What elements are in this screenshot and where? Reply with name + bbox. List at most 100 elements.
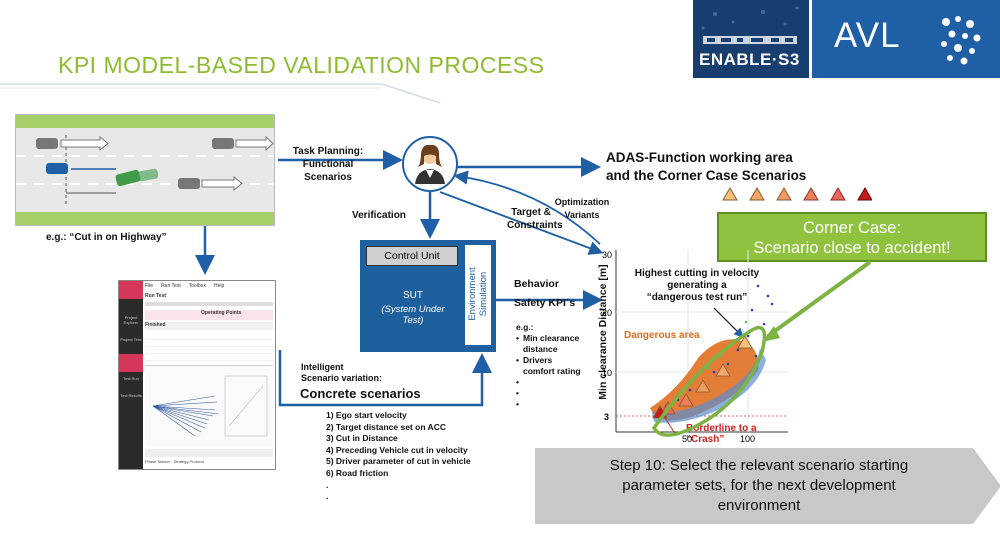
target-constraints-label: Target & Constraints (507, 206, 563, 232)
verification-label: Verification (352, 210, 406, 221)
intelligent-line-2: Scenario variation: (301, 373, 383, 383)
engineer-person-icon (402, 136, 458, 192)
behavior-line-2: Safety KPI´s (514, 297, 576, 309)
kpi-item-2-text: Drivers comfort rating (522, 355, 581, 376)
xtick-50: 50 (682, 434, 693, 444)
ytick-20: 20 (602, 308, 613, 318)
optimization-variants-label: Optimization Variants (553, 196, 611, 222)
highest-line-1: Highest cutting in velocity (634, 268, 760, 279)
kpi-dot-1: • (516, 377, 519, 387)
behavior-label: Behavior Safety KPI´s (514, 278, 575, 310)
highway-diagram (15, 114, 275, 226)
step10-line-1: Step 10: Select the relevant scenario st… (609, 457, 909, 474)
sut-label: SUT (403, 290, 423, 301)
scenario-parameter-list: 1) Ego start velocity 2) Target distance… (326, 410, 471, 503)
intelligent-line-1: Intelligent (301, 362, 344, 372)
dangerous-area-label: Dangerous area (624, 330, 700, 341)
ytick-30: 30 (602, 250, 613, 260)
software-sidebar: Project Explorer Project Tree Test Run T… (119, 281, 143, 469)
step10-callout: Step 10: Select the relevant scenario st… (535, 448, 1000, 524)
software-toolbar (145, 302, 273, 306)
software-side-1: Project (124, 315, 138, 320)
enable-logo-text: ENABLE·S3 (699, 50, 800, 69)
step-2: 2) Target distance set on ACC (326, 421, 446, 432)
sut-sub-label: (System Under Test) (381, 304, 445, 326)
step-4: 4) Preceding Vehicle cut in velocity (326, 444, 468, 455)
software-footer-bar (145, 449, 273, 457)
target-line-2: Constraints (507, 220, 563, 231)
task-planning-line-1: Task Planning: (292, 146, 364, 157)
highest-line-2: generating a (667, 280, 727, 291)
software-tab[interactable]: Run Test (145, 293, 167, 299)
header-decoration (0, 83, 441, 104)
adas-line-2: and the Corner Case Scenarios (606, 168, 807, 183)
kpi-dot-2: • (516, 388, 519, 398)
adas-line-1: ADAS-Function working area (606, 150, 793, 165)
corner-case-line-1: Corner Case: (802, 219, 902, 237)
environment-simulation-block: Environment Simulation (464, 244, 492, 346)
software-plot-area (145, 365, 273, 446)
control-unit-label: Control Unit (366, 246, 458, 266)
highest-line-3: “dangerous test run” (646, 292, 748, 303)
highway-caption: e.g.: “Cut in on Highway” (46, 232, 167, 243)
step-6: 6) Road friction (326, 467, 389, 478)
avl-logo: AVL (812, 0, 1000, 78)
scenario-triangles-legend (722, 187, 872, 201)
concrete-scenarios-title: Concrete scenarios (300, 386, 421, 401)
software-table (145, 333, 273, 363)
menu-run-test[interactable]: Run Test (161, 283, 181, 289)
behavior-line-1: Behavior (514, 278, 559, 290)
software-screenshot: Project Explorer Project Tree Test Run T… (118, 280, 276, 470)
kpi-item-1: •Min clearance distance (516, 333, 582, 355)
menu-help[interactable]: Help (213, 283, 225, 289)
ecu-sut-box: Control Unit SUT (System Under Test) Env… (360, 240, 496, 352)
optimization-line-2: Variants (564, 210, 600, 220)
software-line-plot (152, 375, 268, 437)
menu-toolbox[interactable]: Toolbox (188, 283, 206, 289)
task-planning-label: Task Planning: Functional Scenarios (285, 145, 371, 184)
borderline-crash-label: Borderline to a “Crash” (686, 423, 757, 445)
corner-case-callout: Corner Case: Scenario close to accident! (717, 212, 987, 262)
step10-text: Step 10: Select the relevant scenario st… (549, 456, 969, 516)
software-footer: Phase Station - Strategy Protocol (145, 459, 205, 464)
sut-block: SUT (System Under Test) (366, 270, 460, 326)
avl-logo-text: AVL (834, 16, 901, 55)
intelligent-variation-label: Intelligent Scenario variation: (301, 362, 382, 384)
highest-velocity-annotation: Highest cutting in velocity generating a… (622, 268, 772, 304)
highway-illustration (16, 115, 274, 225)
avl-dots-icon (941, 16, 981, 65)
task-planning-line-2: Functional (302, 159, 354, 170)
ytick-3: 3 (604, 412, 610, 422)
enable-logo-pattern (701, 6, 799, 44)
software-panel-title: Operating Points (201, 310, 242, 316)
menu-file[interactable]: File (145, 283, 154, 289)
software-active-icon (119, 354, 143, 372)
enable-s3-logo: ENABLE·S3 (693, 0, 809, 78)
step-dot-1: . (326, 479, 329, 490)
task-planning-line-3: Scenarios (304, 172, 352, 183)
ytick-10: 10 (602, 368, 613, 378)
software-status: Finished (145, 322, 273, 330)
kpi-item-2: •Drivers comfort rating (516, 355, 582, 377)
step10-arrow-shape (535, 448, 1000, 524)
software-side-5: Test Results (120, 393, 142, 398)
kpi-intro: e.g.: (516, 322, 534, 332)
kpi-bullet: • (516, 333, 519, 343)
target-line-1: Target & (511, 207, 551, 218)
page-title: KPI MODEL-BASED VALIDATION PROCESS (58, 52, 545, 78)
step10-line-3: environment (717, 497, 801, 514)
software-home-icon (119, 281, 143, 299)
corner-case-line-2: Scenario close to accident! (753, 239, 951, 257)
xtick-100: 100 (740, 434, 756, 444)
software-side-2: Explorer (123, 320, 139, 325)
software-side-3: Project Tree (120, 337, 142, 342)
step10-line-2: parameter sets, for the next development (622, 477, 896, 494)
optimization-line-1: Optimization (554, 197, 610, 207)
kpi-list: e.g.: •Min clearance distance •Drivers c… (516, 322, 582, 410)
software-menubar: File Run Test Toolbox Help (145, 283, 224, 289)
kpi-item-1-text: Min clearance distance (522, 333, 580, 354)
step-3: 3) Cut in Distance (326, 433, 398, 444)
step-dot-2: . (326, 491, 329, 502)
